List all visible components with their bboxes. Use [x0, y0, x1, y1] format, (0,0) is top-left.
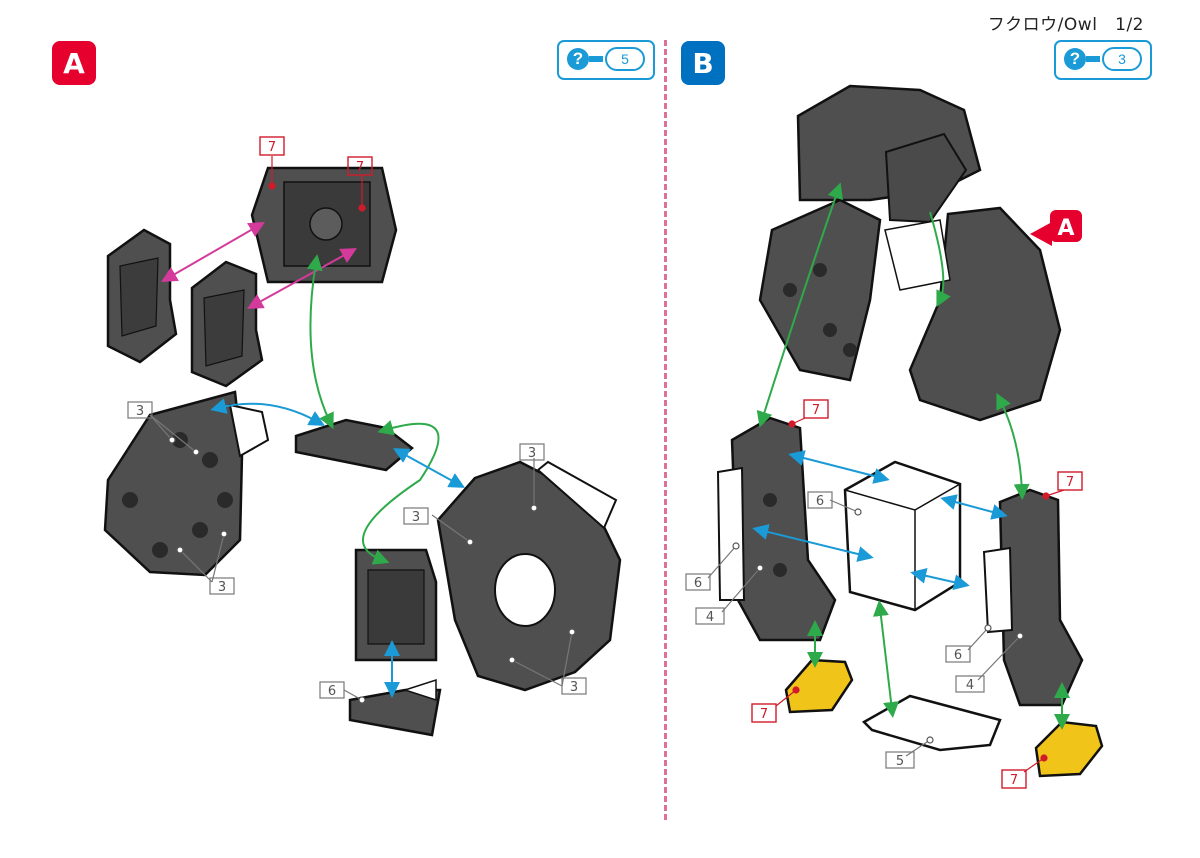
arrow-blue: [752, 524, 874, 562]
part-label: 7: [1010, 773, 1018, 788]
arrow-magenta: [161, 221, 265, 283]
arrow-green: [929, 211, 951, 308]
part-label: 7: [1066, 475, 1074, 490]
help-tag-a[interactable]: ? 5: [557, 40, 655, 80]
part-label: 3: [528, 446, 536, 461]
piece-left-cross-2: [190, 260, 264, 388]
arrow-green: [996, 392, 1030, 500]
connector-icon: [1086, 56, 1100, 62]
piece-left-cross-1: [106, 228, 178, 364]
callout-a: A: [1030, 210, 1082, 246]
arrow-blue: [910, 567, 970, 591]
connector-icon: [589, 56, 603, 62]
part-label: 4: [706, 610, 714, 625]
piece-b-center-cube: [843, 460, 962, 612]
help-tag-b[interactable]: ? 3: [1054, 40, 1152, 80]
part-label: 6: [694, 576, 702, 591]
piece-b-leg-left: [716, 416, 837, 642]
part-label: 7: [760, 707, 768, 722]
part-label: 6: [816, 494, 824, 509]
piece-left-ring: [103, 390, 270, 577]
part-label: 3: [570, 680, 578, 695]
question-icon: ?: [567, 48, 589, 70]
part-label: 6: [328, 684, 336, 699]
piece-b-head: [796, 84, 982, 224]
piece-b-body-left: [758, 198, 882, 382]
step-divider: [664, 40, 667, 820]
step-a-badge: A: [52, 41, 96, 85]
arrow-magenta: [246, 248, 358, 309]
part-label: 7: [812, 403, 820, 418]
piece-b-leg-right: [982, 488, 1084, 707]
help-part-count: 5: [605, 47, 645, 71]
part-label: 3: [412, 510, 420, 525]
arrow-green: [872, 600, 900, 718]
part-label: 4: [966, 678, 974, 693]
piece-b-foot-left: [784, 658, 854, 714]
piece-b-foot-right: [1034, 720, 1104, 778]
arrow-green: [306, 254, 334, 430]
piece-right-ring: [436, 460, 622, 692]
question-icon: ?: [1064, 48, 1086, 70]
help-part-count: 3: [1102, 47, 1142, 71]
piece-bottom-base: [348, 678, 442, 737]
part-label: 6: [954, 648, 962, 663]
part-label: 3: [136, 404, 144, 419]
callout-a-label: A: [1057, 216, 1074, 241]
arrow-green: [756, 182, 843, 428]
part-label: 5: [896, 754, 904, 769]
arrow-blue: [392, 448, 466, 488]
arrow-blue: [788, 450, 890, 484]
part-label: 7: [268, 140, 276, 155]
piece-middle-block: [354, 548, 438, 662]
step-b-badge: B: [681, 41, 725, 85]
part-label: 3: [218, 580, 226, 595]
part-label: 7: [356, 160, 364, 175]
arrow-blue: [940, 494, 1008, 520]
arrow-blue: [210, 398, 325, 426]
page-title: フクロウ/Owl 1/2: [987, 15, 1144, 35]
piece-b-body-right: [884, 206, 1062, 422]
